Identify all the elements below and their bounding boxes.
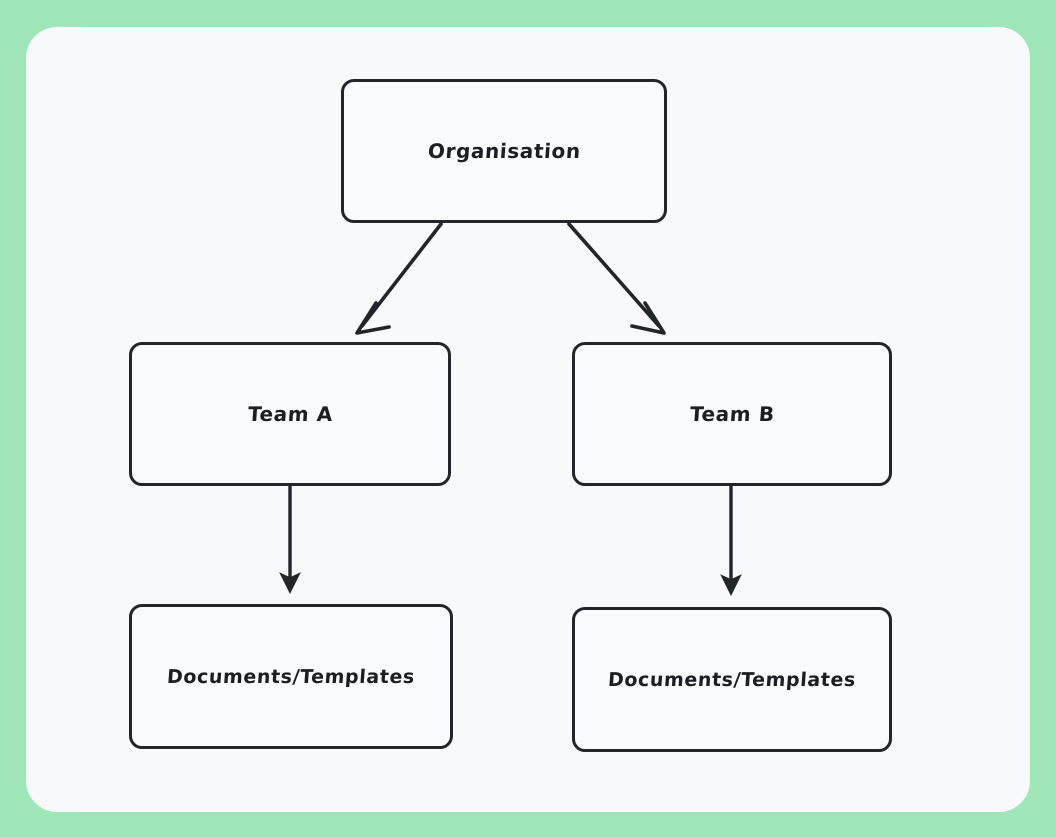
- node-documents-templates-a[interactable]: Documents/Templates: [129, 604, 453, 749]
- node-team-b[interactable]: Team B: [572, 342, 892, 486]
- node-team-b-label: Team B: [688, 402, 776, 426]
- node-documents-templates-a-label: Documents/Templates: [166, 665, 416, 688]
- node-team-a[interactable]: Team A: [129, 342, 451, 486]
- node-documents-templates-b[interactable]: Documents/Templates: [572, 607, 892, 752]
- node-organisation[interactable]: Organisation: [341, 79, 667, 223]
- node-team-a-label: Team A: [246, 402, 334, 426]
- node-organisation-label: Organisation: [426, 139, 582, 163]
- node-documents-templates-b-label: Documents/Templates: [607, 668, 857, 691]
